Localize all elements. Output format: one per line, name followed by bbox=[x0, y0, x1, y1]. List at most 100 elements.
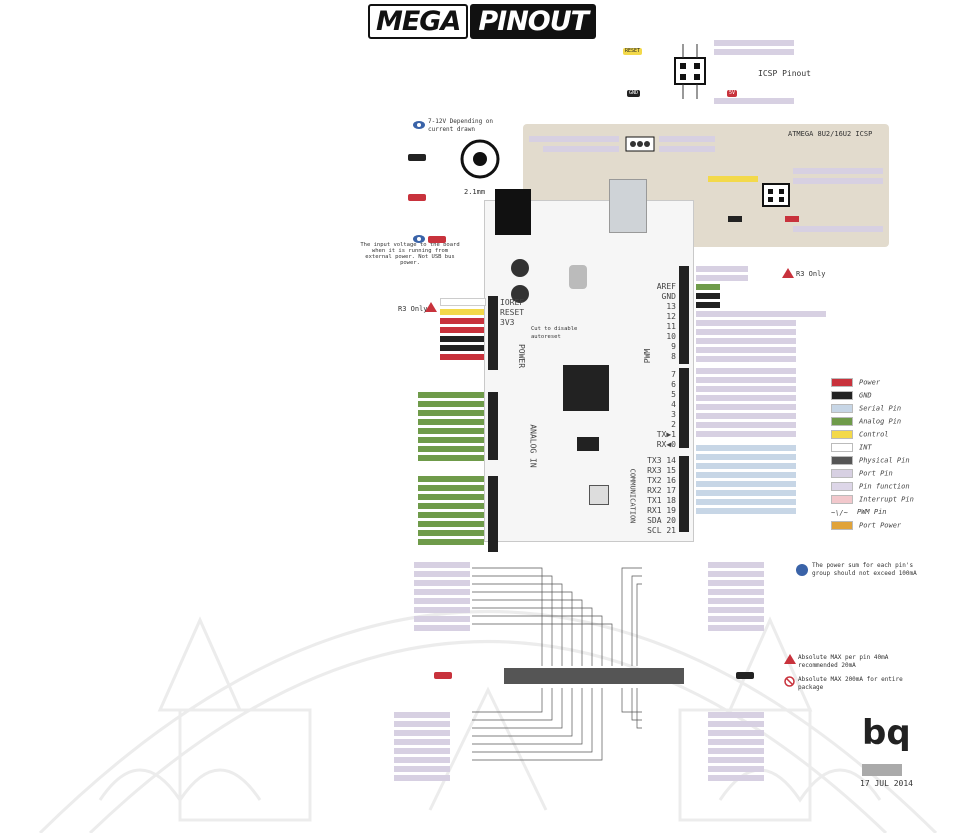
warning-icon-2 bbox=[782, 268, 794, 278]
jack-gnd-pill bbox=[408, 154, 426, 161]
pin-gnd: GND bbox=[662, 292, 676, 302]
pin-ioref: IOREF bbox=[500, 298, 524, 308]
icsp-connector-icon bbox=[670, 44, 710, 99]
pin-3v3: 3V3 bbox=[500, 318, 514, 328]
legend-label: Pin function bbox=[859, 483, 910, 491]
legend-swatch bbox=[831, 482, 853, 491]
left-analog-header-2 bbox=[488, 476, 498, 552]
icsp-diagram bbox=[670, 44, 710, 99]
eye-icon bbox=[412, 120, 426, 130]
legend-swatch bbox=[831, 469, 853, 478]
legend-swatch bbox=[831, 456, 853, 465]
dc-jack bbox=[495, 189, 531, 235]
right-header-comm bbox=[679, 456, 689, 532]
legend-serial: Serial Pin bbox=[831, 404, 901, 413]
pin-8: 8 bbox=[671, 352, 676, 362]
legend-label: Control bbox=[859, 431, 889, 439]
left-analog-pills-2 bbox=[418, 476, 484, 545]
bottom-gnd-pill bbox=[736, 672, 754, 679]
vin-pill bbox=[428, 236, 446, 243]
icsp-gnd-pill: GND bbox=[627, 90, 640, 97]
legend-swatch bbox=[831, 378, 853, 387]
power-note: 7-12V Depending on current drawn bbox=[428, 118, 498, 134]
power-sum-note: The power sum for each pin's group shoul… bbox=[812, 562, 932, 578]
crystal bbox=[569, 265, 587, 289]
icsp-pinout-label: ICSP Pinout bbox=[758, 70, 811, 78]
jumper-icon bbox=[625, 136, 655, 152]
legend-swatch: ~\/~ bbox=[831, 509, 851, 516]
legend-swatch bbox=[831, 443, 853, 452]
pin-12: 12 bbox=[666, 312, 676, 322]
abs-max-pin-note: Absolute MAX per pin 40mA recommended 20… bbox=[798, 654, 908, 670]
pin-13: 13 bbox=[666, 302, 676, 312]
brand-logo: bq bbox=[862, 716, 911, 750]
legend-swatch bbox=[831, 430, 853, 439]
title-pinout: PINOUT bbox=[470, 4, 596, 39]
pin-reset: RESET bbox=[500, 308, 524, 318]
r3-only-left: R3 Only bbox=[398, 305, 428, 313]
pin-11: 11 bbox=[666, 322, 676, 332]
legend-swatch bbox=[831, 391, 853, 400]
legend-gnd: GND bbox=[831, 391, 872, 400]
warning-icon bbox=[425, 302, 437, 312]
legend-label: Port Power bbox=[859, 522, 901, 530]
pin-2: 2 bbox=[671, 420, 676, 430]
legend-label: GND bbox=[859, 392, 872, 400]
bottom-right-pills-2 bbox=[708, 712, 764, 781]
r3-only-right: R3 Only bbox=[796, 270, 826, 278]
capacitor-1 bbox=[511, 259, 529, 277]
legend-port-power: Port Power bbox=[831, 521, 901, 530]
date: 17 JUL 2014 bbox=[860, 780, 913, 788]
icsp-reset-pill: RESET bbox=[623, 48, 642, 55]
legend-swatch bbox=[831, 495, 853, 504]
eye-icon-2 bbox=[412, 234, 426, 244]
reset-button bbox=[589, 485, 609, 505]
right-header-pwm bbox=[679, 368, 689, 448]
legend-interrupt: Interrupt Pin bbox=[831, 495, 914, 504]
jack-size: 2.1mm bbox=[464, 188, 485, 196]
right-pills bbox=[696, 266, 826, 514]
atmega-icsp-connector-icon bbox=[761, 182, 791, 210]
mcu-chip bbox=[563, 365, 609, 411]
pin-7: 7 bbox=[671, 370, 676, 380]
pin-6: 6 bbox=[671, 380, 676, 390]
pin-3: 3 bbox=[671, 410, 676, 420]
cut-note: Cut to disable autoreset bbox=[531, 325, 591, 341]
pin-tx3: TX3 14 bbox=[647, 456, 676, 466]
legend-label: Power bbox=[859, 379, 880, 387]
pin-rx2: RX2 17 bbox=[647, 486, 676, 496]
left-power-header bbox=[488, 296, 498, 370]
bottom-right-pills bbox=[708, 562, 764, 631]
jack-vin-pill bbox=[408, 194, 426, 201]
pin-sda: SDA 20 bbox=[647, 516, 676, 526]
abs-max-pkg-note: Absolute MAX 200mA for entire package bbox=[798, 676, 908, 692]
analog-word: ANALOG IN bbox=[528, 424, 538, 467]
pin-10: 10 bbox=[666, 332, 676, 342]
left-analog-header bbox=[488, 392, 498, 460]
legend-label: Serial Pin bbox=[859, 405, 901, 413]
title-mega: MEGA bbox=[368, 4, 468, 39]
legend-int: INT bbox=[831, 443, 872, 452]
legend-physical: Physical Pin bbox=[831, 456, 910, 465]
pin-9: 9 bbox=[671, 342, 676, 352]
bottom-left-pills-2 bbox=[394, 712, 450, 781]
pwm-word: PWM bbox=[643, 349, 653, 363]
icsp-bottom-pills bbox=[714, 98, 794, 104]
usb-port bbox=[609, 179, 647, 233]
legend-label: Interrupt Pin bbox=[859, 496, 914, 504]
comm-word: COMMUNICATION bbox=[627, 469, 637, 524]
legend-label: Analog Pin bbox=[859, 418, 901, 426]
legend-function: Pin function bbox=[831, 482, 910, 491]
pin-tx: TX▶1 bbox=[657, 430, 676, 440]
icsp-5v-pill: 5V bbox=[727, 90, 737, 97]
legend-swatch bbox=[831, 404, 853, 413]
legend-analog: Analog Pin bbox=[831, 417, 901, 426]
pin-4: 4 bbox=[671, 400, 676, 410]
vin-note: The input voltage to the board when it i… bbox=[360, 242, 460, 266]
pin-rx1: RX1 19 bbox=[647, 506, 676, 516]
info-icon bbox=[796, 564, 808, 576]
left-analog-pills bbox=[418, 392, 484, 461]
atmega-icsp-label: ATMEGA 8U2/16U2 ICSP bbox=[788, 130, 872, 138]
legend-label: INT bbox=[859, 444, 872, 452]
